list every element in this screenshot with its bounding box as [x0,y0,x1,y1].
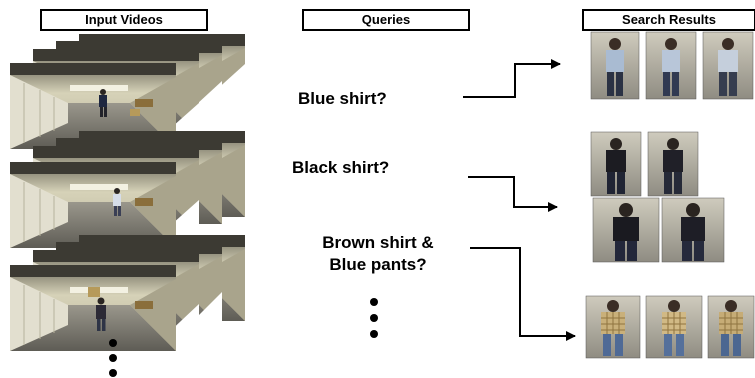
video-stack-3 [9,234,246,352]
person-figure [113,188,121,216]
video-stack-2 [9,130,246,249]
video-stack-1 [9,33,246,150]
result-crop [585,295,641,359]
query-blue-shirt: Blue shirt? [298,89,387,108]
query-black-shirt: Black shirt? [292,158,390,177]
person-figure [96,297,106,331]
connector-arrow-2 [468,176,558,212]
query-line-1: Brown shirt & [322,233,434,252]
result-crop [645,31,697,100]
video-frame [9,62,177,150]
header-queries: Queries [302,9,470,31]
result-crop [661,197,725,263]
result-crop [590,131,642,197]
person-figure [99,89,107,117]
results-brown-shirt-blue-pants [585,295,755,359]
result-crop [707,295,755,359]
results-blue-shirt [590,31,754,100]
queries-ellipsis [370,298,378,338]
connector-arrow-3 [470,247,576,341]
result-crop [592,197,660,263]
query-line-2: Blue pants? [329,255,427,274]
result-crop [590,31,640,100]
result-crop [647,131,699,197]
result-crop [702,31,754,100]
input-videos-ellipsis [109,339,117,377]
header-input-videos: Input Videos [40,9,208,31]
video-frame [9,161,177,249]
header-search-results: Search Results [582,9,755,31]
video-frame [9,264,177,352]
results-black-shirt [590,131,725,263]
connector-arrow-1 [463,59,561,98]
query-brown-shirt-blue-pants: Brown shirt & Blue pants? [283,232,473,276]
result-crop [645,295,703,359]
